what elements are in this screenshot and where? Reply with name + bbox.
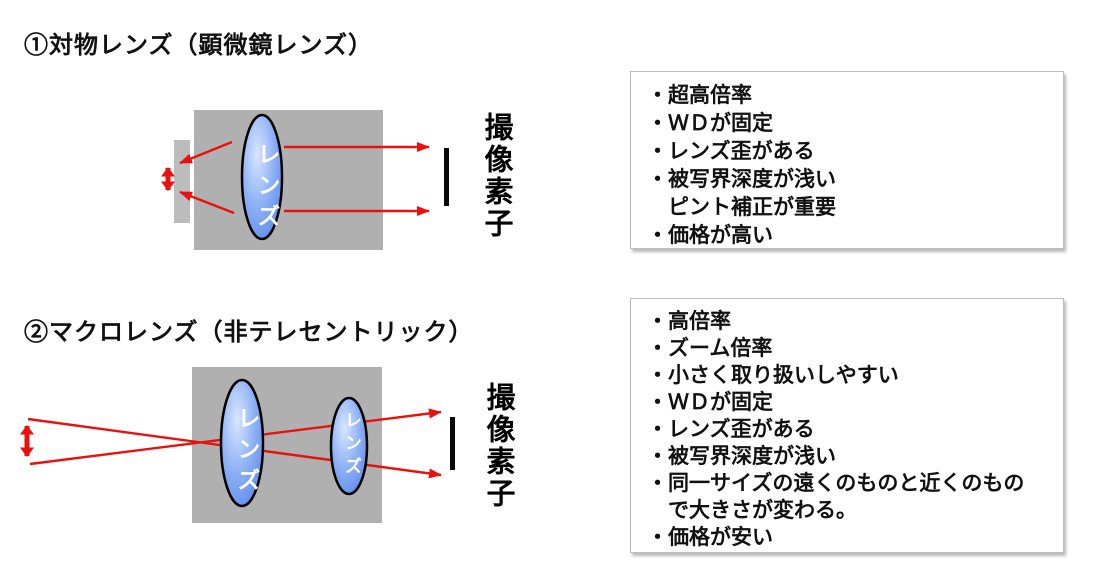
info-line: ・レンズ歪がある xyxy=(647,417,815,441)
ray-to-object-top-1 xyxy=(179,140,233,165)
info-line: ・超高倍率 xyxy=(647,83,752,107)
lens-label-1: レンズ xyxy=(254,142,279,235)
info-line: ・価格が安い xyxy=(647,525,773,549)
image-sensor-bar-2 xyxy=(450,417,455,470)
info-line: ・被写界深度が浅い xyxy=(647,167,836,191)
info-line: ・ＷＤが固定 xyxy=(647,390,773,414)
info-line: ・同一サイズの遠くのものと近くのもの xyxy=(647,471,1025,495)
macro-front-lens-ellipse xyxy=(219,378,265,508)
macro-rear-lens-ellipse xyxy=(329,396,369,496)
section2-title: ②マクロレンズ（非テレセントリック） xyxy=(24,320,474,346)
lens-label-rear: レンズ xyxy=(342,411,361,480)
info-line: ・ズーム倍率 xyxy=(647,336,773,360)
info-line: ・被写界深度が浅い xyxy=(647,444,836,468)
info-line: ・レンズ歪がある xyxy=(647,139,815,163)
camera-mount-1 xyxy=(174,140,190,223)
section1-title: ①対物レンズ（顕微鏡レンズ） xyxy=(24,33,374,59)
info-line: ピント補正が重要 xyxy=(647,195,836,219)
objective-lens-info-box: ・超高倍率 ・ＷＤが固定 ・レンズ歪がある ・被写界深度が浅い ピント補正が重要… xyxy=(630,71,1064,249)
image-sensor-label-2: 撮像素子 xyxy=(482,382,514,510)
objective-lens-ellipse xyxy=(240,113,284,241)
image-sensor-label-1: 撮像素子 xyxy=(480,112,512,240)
info-line: ・小さく取り扱いしやすい xyxy=(647,363,899,387)
info-line: ・価格が高い xyxy=(647,223,773,247)
info-line: ・高倍率 xyxy=(647,309,731,333)
camera-body-1 xyxy=(194,110,383,250)
macro-lens-info-box: ・高倍率 ・ズーム倍率 ・小さく取り扱いしやすい ・ＷＤが固定 ・レンズ歪がある… xyxy=(630,298,1064,553)
image-sensor-bar-1 xyxy=(444,148,449,206)
diagram-macro-lens xyxy=(20,367,455,523)
lens-label-front: レンズ xyxy=(234,406,259,499)
info-line: ・ＷＤが固定 xyxy=(647,111,773,135)
diagram-objective-lens xyxy=(161,110,449,250)
ray-to-object-bottom-1 xyxy=(179,190,235,215)
info-line: で大きさが変わる。 xyxy=(647,498,857,522)
